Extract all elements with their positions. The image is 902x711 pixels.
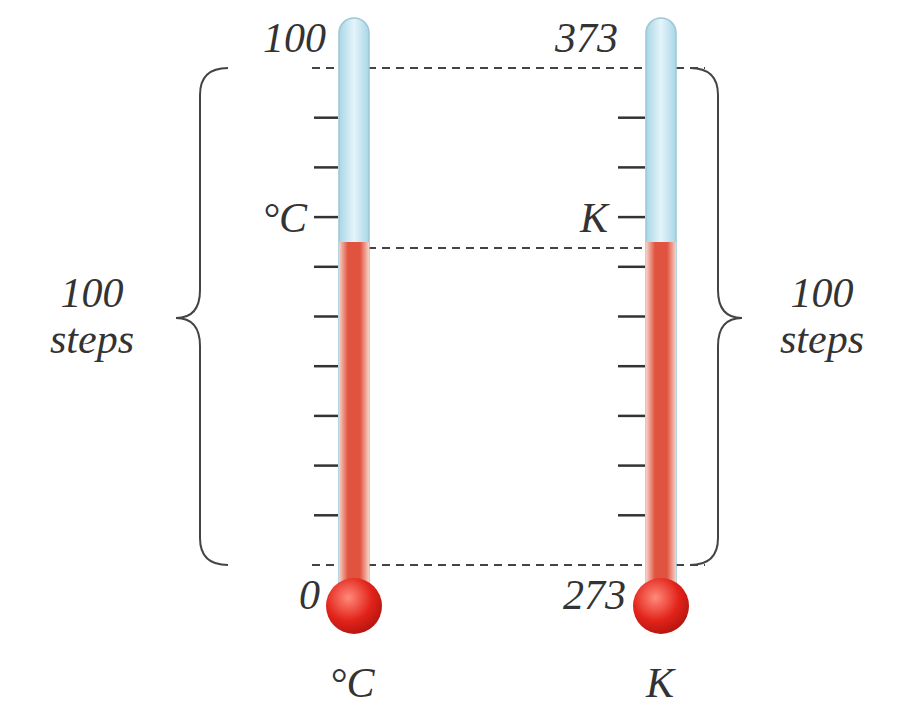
scale-value: 100 [263, 15, 326, 61]
unit-label: K [580, 195, 608, 241]
tick-mark [618, 514, 645, 517]
tick-mark [618, 116, 645, 119]
celsius-thermometer [326, 18, 382, 634]
step-count: 100 steps [22, 270, 162, 362]
scale-value: 273 [563, 572, 626, 618]
tick-mark [618, 315, 645, 318]
tick-mark [314, 365, 338, 368]
tick-mark [314, 464, 338, 467]
tick-mark [618, 415, 645, 418]
tick-mark [314, 216, 338, 219]
tick-mark [314, 116, 338, 119]
scale-value: 373 [555, 15, 618, 61]
tick-mark [618, 266, 645, 269]
tick-mark [618, 216, 645, 219]
step-count: 100 steps [752, 270, 892, 362]
left-brace [176, 68, 228, 565]
kelvin-thermometer [633, 18, 689, 634]
tick-mark [314, 514, 338, 517]
tick-mark [314, 315, 338, 318]
tick-mark [618, 365, 645, 368]
tick-marks [314, 118, 645, 516]
unit-label: K [646, 660, 674, 706]
tick-mark [618, 464, 645, 467]
right-brace [690, 68, 742, 565]
tick-mark [618, 166, 645, 169]
unit-label: °C [330, 660, 375, 706]
scale-value: 0 [299, 572, 320, 618]
tick-mark [314, 415, 338, 418]
tick-mark [314, 166, 338, 169]
tick-mark [314, 266, 338, 269]
unit-label: °C [262, 195, 307, 241]
